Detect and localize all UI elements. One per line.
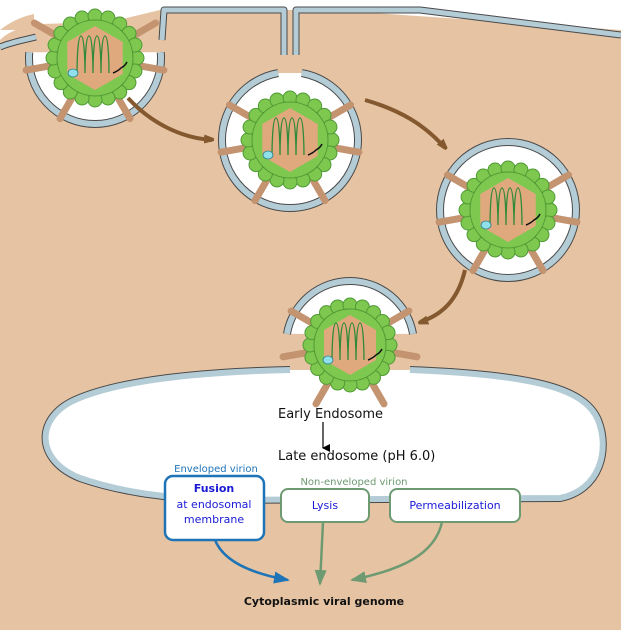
genome-tail [307, 143, 323, 156]
receptor-spike [131, 19, 160, 39]
virion-vesicle [435, 160, 581, 275]
genome-tail [367, 348, 383, 361]
late-endosome-label: Late endosome (pH 6.0) [278, 449, 435, 464]
permeabilization-label: Permeabilization [409, 499, 500, 512]
arrow-fusion-to-genome [213, 539, 290, 584]
receptor-spike [114, 94, 134, 123]
receptor-spike [279, 349, 311, 361]
genome-tail [112, 61, 128, 74]
outcome-label: Cytoplasmic viral genome [244, 595, 404, 608]
receptor-spike [549, 214, 581, 226]
virion-fusing [279, 297, 421, 408]
receptor-spike [443, 171, 472, 191]
receptor-spike [312, 379, 332, 408]
virion-core [262, 108, 318, 172]
virion-pit [217, 90, 363, 205]
receptor-spike [435, 214, 467, 226]
enveloped-caption: Enveloped virion [174, 464, 258, 475]
arrow-pit-to-vesicle [126, 96, 212, 140]
receptor-spike [326, 101, 355, 121]
genome-coil [271, 117, 305, 156]
lysis-label: Lysis [312, 499, 338, 512]
plasma-membrane [0, 6, 621, 55]
receptor-spike [469, 246, 489, 275]
lysis-box: Lysis [280, 488, 370, 523]
receptor-spike [22, 62, 54, 74]
receptor-spike [217, 144, 249, 156]
receptor-spike [287, 307, 316, 327]
receptor-spike [225, 101, 254, 121]
fusion-line2: membrane [184, 513, 244, 526]
nonenveloped-caption: Non-enveloped virion [300, 477, 407, 488]
vpg-protein-icon [67, 68, 79, 78]
vpg-protein-icon [262, 150, 274, 160]
fusion-box: Fusion at endosomal membrane [163, 474, 266, 542]
virion-core [67, 26, 123, 90]
fusion-line1: at endosomal [177, 498, 252, 511]
genome-coil [76, 35, 110, 74]
virion-core [480, 178, 536, 242]
endosome-membrane-inner [42, 367, 606, 504]
arrow-permeabilization-to-genome [350, 521, 444, 584]
vpg-protein-icon [480, 220, 492, 230]
receptor-spike [56, 94, 76, 123]
receptor-spike [544, 171, 573, 191]
receptor-spike [331, 144, 363, 156]
receptor-spike [30, 19, 59, 39]
receptor-spike [136, 62, 168, 74]
vpg-protein-icon [322, 355, 334, 365]
arrow-lysis-to-genome [314, 521, 327, 586]
receptor-spike [251, 176, 271, 205]
genome-coil [489, 187, 523, 226]
receptor-spike [309, 176, 329, 205]
receptor-spike [527, 246, 547, 275]
fusion-title: Fusion [194, 482, 235, 495]
arrow-vesicle-to-transit [364, 98, 445, 148]
receptor-spike [368, 379, 388, 408]
genome-coil [331, 322, 365, 361]
permeabilization-box: Permeabilization [389, 488, 521, 523]
receptor-spike [384, 307, 413, 327]
early-endosome-label: Early Endosome [278, 407, 383, 422]
genome-tail [525, 213, 541, 226]
virion-attachment [22, 8, 168, 123]
arrow-transit-to-endosome [420, 269, 467, 322]
receptor-spike [389, 349, 421, 361]
